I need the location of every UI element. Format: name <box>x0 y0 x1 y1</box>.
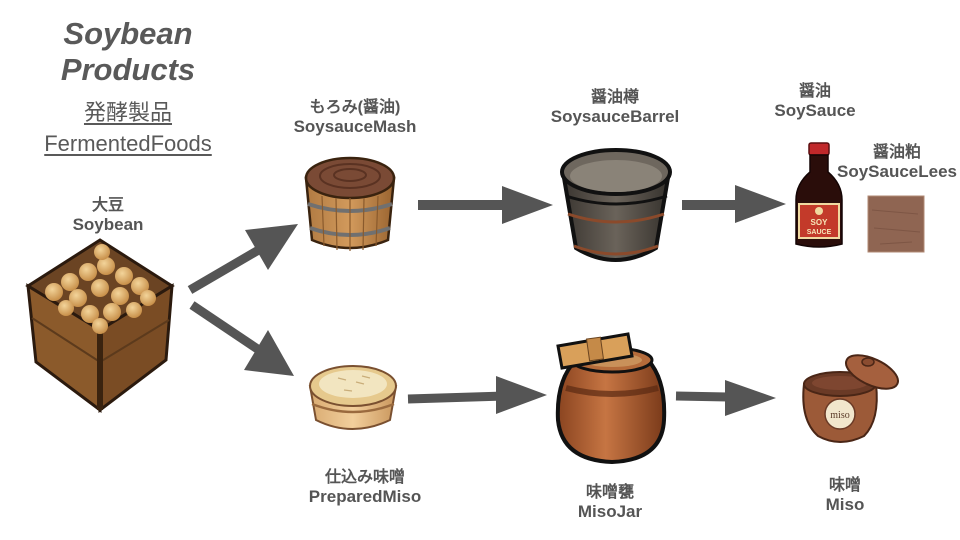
label-jp: 仕込み味噌 <box>324 469 405 486</box>
label-en: Miso <box>825 495 865 514</box>
arrow-jar-to-miso <box>675 380 776 416</box>
label-en: MisoJar <box>577 502 643 521</box>
soy-sauce-bottle-icon: SOY SAUCE <box>795 142 843 248</box>
arrow-soybean-to-prepared-miso <box>189 301 294 376</box>
label-jp: 醤油粕 <box>872 144 921 161</box>
label-jp: 味噌 <box>828 477 861 494</box>
title-line-1: Soybean <box>63 16 193 51</box>
soybean-crate-icon <box>25 238 175 414</box>
mash-tub-icon <box>304 156 396 251</box>
miso-pot-label: miso <box>830 410 849 421</box>
subtitle-en: FermentedFoods <box>44 131 212 156</box>
node-label-miso-jar: 味噌甕 MisoJar <box>545 483 675 521</box>
label-jp: 大豆 <box>91 197 124 214</box>
node-label-prepared-miso: 仕込み味噌 PreparedMiso <box>280 468 450 506</box>
node-label-soybean: 大豆 Soybean <box>48 196 168 234</box>
label-en: SoySauceLees <box>836 162 957 181</box>
label-en: SoySauce <box>774 101 856 120</box>
arrow-soybean-to-mash <box>187 224 298 294</box>
title-line-2: Products <box>60 52 196 87</box>
arrow-prepared-miso-to-jar <box>407 376 547 414</box>
label-jp: もろみ(醤油) <box>309 99 401 116</box>
diagram-title: Soybean Products <box>30 16 226 88</box>
node-label-soysauce-barrel: 醤油樽 SoysauceBarrel <box>530 88 700 126</box>
subtitle-jp: 発酵製品 <box>83 100 172 125</box>
bottle-label-soy: SOY <box>811 218 829 227</box>
node-label-miso: 味噌 Miso <box>790 476 900 514</box>
label-en: PreparedMiso <box>308 487 422 506</box>
lees-cake-icon <box>867 195 925 253</box>
label-jp: 醤油 <box>798 83 831 100</box>
clay-jar-icon <box>555 332 667 465</box>
label-en: SoysauceBarrel <box>550 107 680 126</box>
arrow-mash-to-barrel <box>418 186 553 224</box>
wooden-barrel-icon <box>560 148 672 262</box>
arrow-barrel-to-soysauce <box>682 185 786 223</box>
miso-pot-icon: miso <box>802 354 899 443</box>
label-en: SoysauceMash <box>293 117 417 136</box>
node-label-soysauce: 醤油 SoySauce <box>760 82 870 120</box>
node-label-soysauce-lees: 醤油粕 SoySauceLees <box>832 143 960 181</box>
label-en: Soybean <box>72 215 144 234</box>
label-jp: 醤油樽 <box>590 89 639 106</box>
node-label-soysauce-mash: もろみ(醤油) SoysauceMash <box>270 98 440 136</box>
miso-tub-icon <box>308 365 398 430</box>
label-jp: 味噌甕 <box>585 484 634 501</box>
bottle-label-sauce: SAUCE <box>807 229 832 236</box>
